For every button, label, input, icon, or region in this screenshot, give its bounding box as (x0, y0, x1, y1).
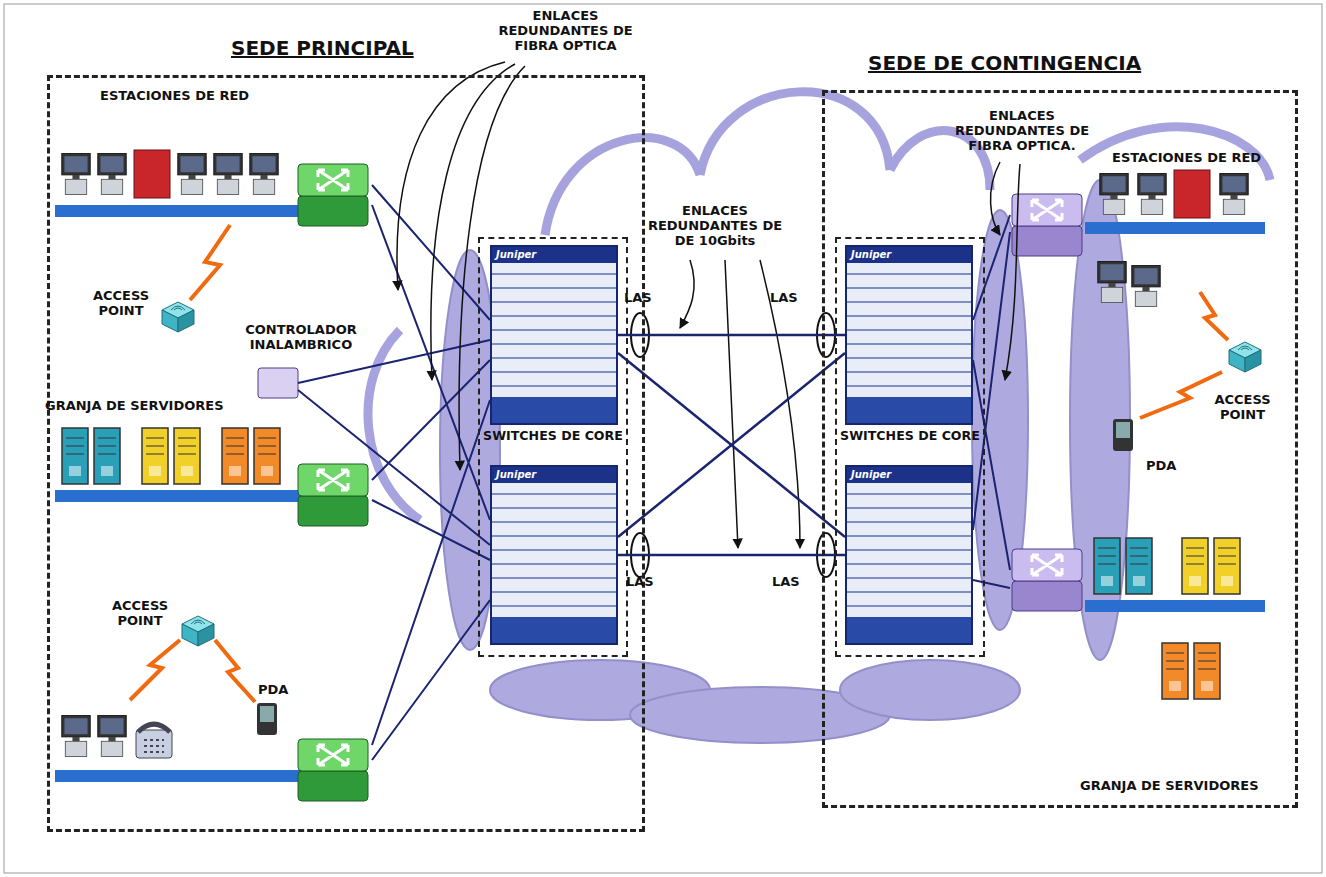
core-switch: Juniper (490, 245, 618, 425)
annotation-label: LAS (770, 290, 798, 305)
annotation-label: LAS (772, 574, 800, 589)
annotation-label: ACCESS POINT (86, 288, 156, 318)
annotation-label: GRANJA DE SERVIDORES (45, 398, 224, 413)
trunk-link (618, 353, 845, 537)
annotation-label: LAS (624, 290, 652, 305)
annotation-label: LAS (626, 574, 654, 589)
site-heading: SEDE PRINCIPAL (228, 36, 417, 60)
brand-label: Juniper (851, 248, 891, 261)
core-switch: Juniper (845, 245, 973, 425)
annotation-label: ESTACIONES DE RED (1112, 150, 1261, 165)
group-title: SWITCHES DE CORE (837, 427, 983, 444)
site-heading: SEDE DE CONTINGENCIA (865, 51, 1144, 75)
site-region: SEDE PRINCIPALSWITCHES DE COREJuniperJun… (47, 75, 645, 832)
brand-label: Juniper (496, 468, 536, 481)
trunk-link (618, 554, 845, 557)
annotation-label: ENLACES REDUNDANTES DE FIBRA OPTICA. (942, 108, 1102, 153)
annotation-label: ENLACES REDUNDANTES DE FIBRA OPTICA (478, 8, 653, 53)
annotation-label: ENLACES REDUNDANTES DE DE 10Gbits (640, 203, 790, 248)
annotation-label: ESTACIONES DE RED (100, 88, 249, 103)
core-group: SWITCHES DE COREJuniperJuniper (478, 237, 628, 657)
trunk-link (618, 334, 845, 337)
annotation-label: PDA (258, 682, 288, 697)
core-switch: Juniper (490, 465, 618, 645)
annotation-label: PDA (1146, 458, 1176, 473)
annotation-label: ACCESS POINT (1205, 392, 1280, 422)
core-switch: Juniper (845, 465, 973, 645)
core-group: SWITCHES DE COREJuniperJuniper (835, 237, 985, 657)
brand-label: Juniper (851, 468, 891, 481)
annotation-label: CONTROLADOR INALAMBRICO (236, 322, 366, 352)
brand-label: Juniper (496, 248, 536, 261)
group-title: SWITCHES DE CORE (480, 427, 626, 444)
trunk-link (618, 353, 845, 537)
annotation-label: GRANJA DE SERVIDORES (1080, 778, 1259, 793)
annotation-label: ACCESS POINT (104, 598, 176, 628)
site-region: SEDE DE CONTINGENCIASWITCHES DE COREJuni… (822, 90, 1298, 808)
